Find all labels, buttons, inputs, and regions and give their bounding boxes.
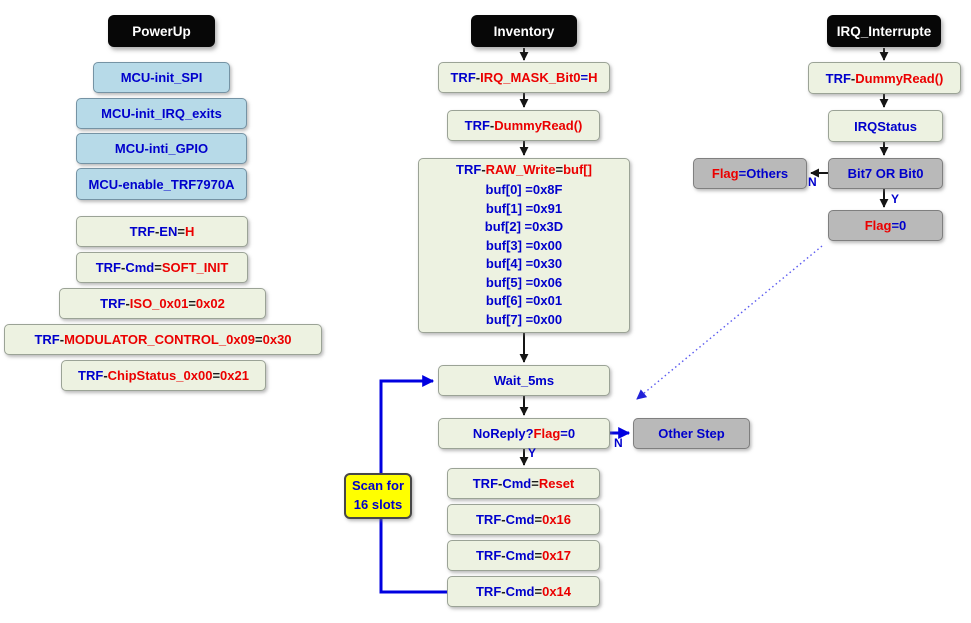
edge-label-no-mid: N — [614, 436, 623, 450]
node-noreply-flag: NoReply? Flag=0 — [438, 418, 610, 449]
node-irqstatus: IRQStatus — [828, 110, 943, 142]
node-bit7-or-bit0: Bit7 OR Bit0 — [828, 158, 943, 189]
node-trf-chipstatus: TRF-ChipStatus_0x00=0x21 — [61, 360, 266, 391]
node-trf-cmd-0x16: TRF-Cmd=0x16 — [447, 504, 600, 535]
buf-line: buf[2] =0x3D — [484, 219, 564, 235]
node-trf-cmd-0x14: TRF-Cmd=0x14 — [447, 576, 600, 607]
node-flag-zero: Flag=0 — [828, 210, 943, 241]
node-trf-dummyread-inventory: TRF-DummyRead() — [447, 110, 600, 141]
raw-write-title: TRF-RAW_Write=buf[] — [456, 162, 592, 178]
edge-label-yes-mid: Y — [528, 446, 537, 460]
node-mcu-init-irq-exits: MCU-init_IRQ_exits — [76, 98, 247, 129]
edge-label-yes-right: Y — [891, 192, 900, 206]
buf-line: buf[1] =0x91 — [485, 200, 563, 216]
node-mcu-enable-trf7970a: MCU-enable_TRF7970A — [76, 168, 247, 200]
node-trf-cmd-softinit: TRF-Cmd=SOFT_INIT — [76, 252, 248, 283]
buf-line: buf[3] =0x00 — [485, 237, 563, 253]
node-trf-cmd-reset: TRF-Cmd=Reset — [447, 468, 600, 499]
scan-16-slots-note: Scan for 16 slots — [344, 473, 412, 519]
node-trf-dummyread-irq: TRF-DummyRead() — [808, 62, 961, 94]
irq-interrupte-header: IRQ_Interrupte — [827, 15, 941, 47]
node-trf-iso: TRF-ISO_0x01=0x02 — [59, 288, 266, 319]
powerup-header: PowerUp — [108, 15, 215, 47]
edge-label-no-right: N — [808, 175, 817, 189]
scan-note-line2: 16 slots — [353, 497, 403, 512]
buf-line: buf[0] =0x8F — [485, 181, 563, 197]
buf-line: buf[6] =0x01 — [485, 293, 563, 309]
node-trf-raw-write: TRF-RAW_Write=buf[] buf[0] =0x8F buf[1] … — [418, 158, 630, 333]
node-mcu-inti-gpio: MCU-inti_GPIO — [76, 133, 247, 164]
node-other-step: Other Step — [633, 418, 750, 449]
node-wait-5ms: Wait_5ms — [438, 365, 610, 396]
node-trf-irq-mask-bit0: TRF-IRQ_MASK_Bit0=H — [438, 62, 610, 93]
node-mcu-init-spi: MCU-init_SPI — [93, 62, 230, 93]
node-trf-en: TRF-EN=H — [76, 216, 248, 247]
buf-line: buf[5] =0x06 — [485, 274, 563, 290]
scan-note-line1: Scan for — [351, 478, 404, 494]
node-flag-others: Flag=Others — [693, 158, 807, 189]
buf-line: buf[4] =0x30 — [485, 256, 563, 272]
node-trf-modulator-control: TRF-MODULATOR_CONTROL_0x09=0x30 — [4, 324, 322, 355]
inventory-header: Inventory — [471, 15, 577, 47]
buf-line: buf[7] =0x00 — [485, 312, 563, 328]
node-trf-cmd-0x17: TRF-Cmd=0x17 — [447, 540, 600, 571]
